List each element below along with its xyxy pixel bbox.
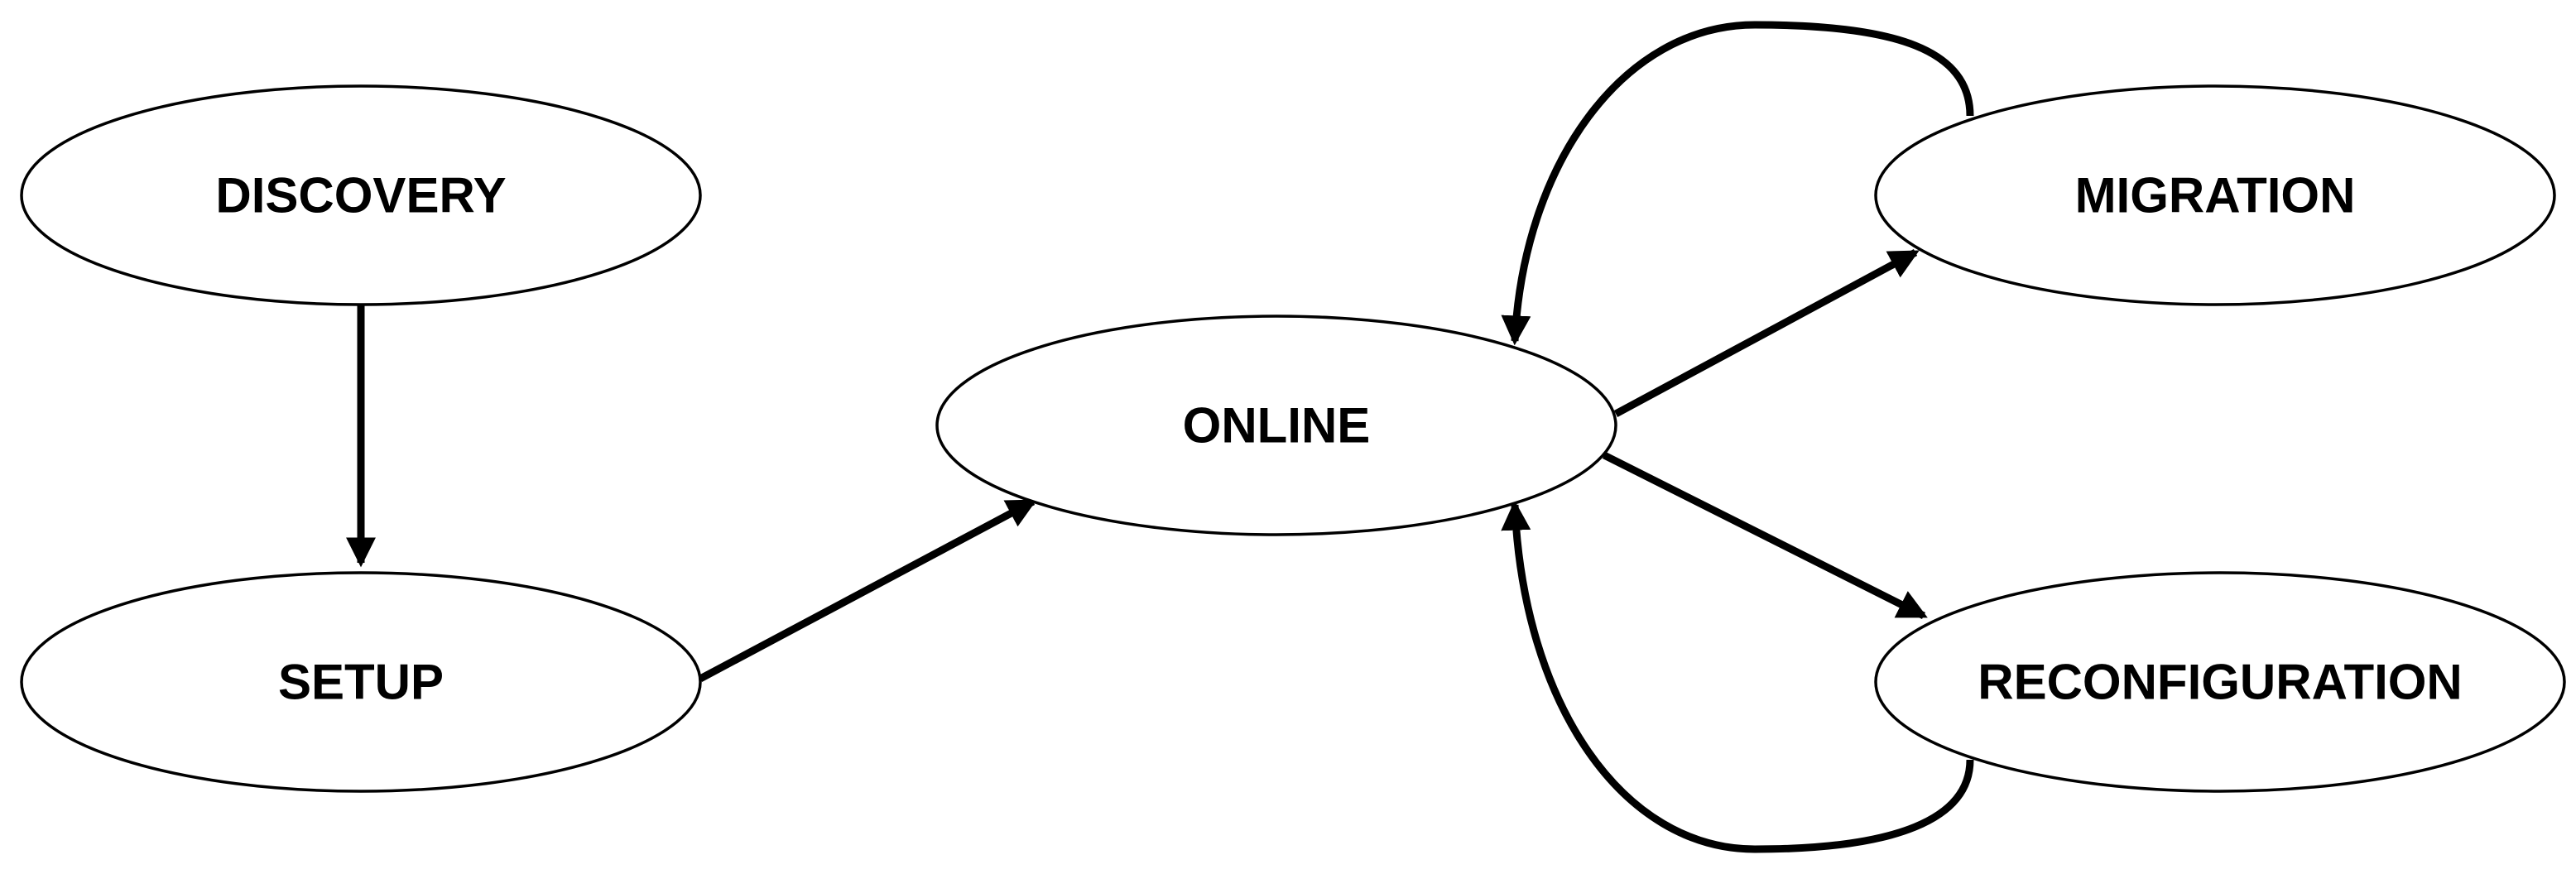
node-setup-label: SETUP xyxy=(278,655,444,710)
node-discovery: DISCOVERY xyxy=(20,84,702,306)
node-migration-shape xyxy=(1874,84,2556,306)
edge-reconfiguration-to-online xyxy=(1501,500,1974,853)
node-online-label: ONLINE xyxy=(1183,398,1371,454)
node-discovery-label: DISCOVERY xyxy=(215,168,506,223)
node-setup-shape xyxy=(20,571,702,793)
node-reconfiguration-label: RECONFIGURATION xyxy=(1978,655,2463,710)
edges xyxy=(346,21,1974,853)
edge-setup-to-online xyxy=(698,498,1037,682)
edge-online-to-migration xyxy=(1613,249,1920,417)
node-migration: MIGRATION xyxy=(1874,84,2556,306)
node-reconfiguration-shape xyxy=(1874,571,2566,793)
edge-migration-to-online xyxy=(1501,21,1974,346)
edge-online-to-reconfiguration xyxy=(1602,451,1928,620)
node-reconfiguration: RECONFIGURATION xyxy=(1874,571,2566,793)
node-discovery-shape xyxy=(20,84,702,306)
node-setup: SETUP xyxy=(20,571,702,793)
node-migration-label: MIGRATION xyxy=(2075,168,2356,223)
node-online-shape xyxy=(935,315,1617,536)
node-online: ONLINE xyxy=(935,315,1617,536)
